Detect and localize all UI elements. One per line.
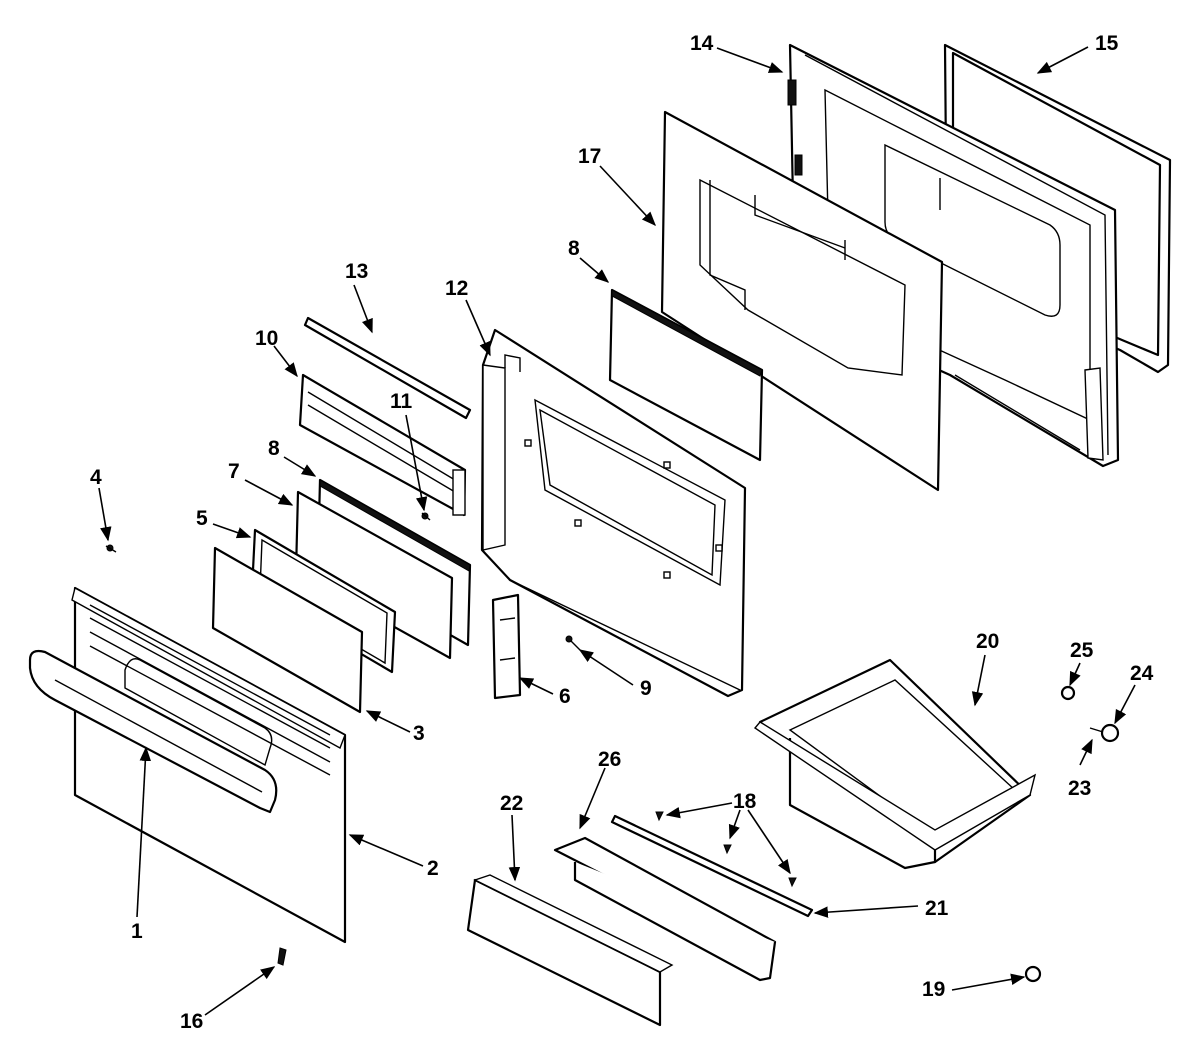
leader-21 [813,905,919,918]
label-part-1: 1 [131,920,143,943]
leader-23 [1079,738,1093,766]
part-12-door-inner-panel [480,328,747,698]
leader-10 [273,345,298,378]
part-11-screw [421,512,431,521]
leader-22 [508,814,521,882]
leader-12 [465,299,491,357]
label-part-6: 6 [559,685,571,708]
label-part-11: 11 [390,390,413,413]
part-20-storage-drawer [753,658,1037,870]
leader-2 [348,834,424,867]
part-7-glass-panel [294,490,454,660]
label-part-20: 20 [976,630,999,653]
leader-18a [665,802,733,819]
label-part-9: 9 [640,677,652,700]
label-part-26: 26 [598,748,621,771]
leader-19 [951,973,1026,991]
label-part-2: 2 [427,857,439,880]
part-6-hinge-bracket [491,593,522,700]
leader-17 [599,165,656,227]
leader-11 [405,414,428,512]
leader-14 [716,47,784,73]
part-18-screws [655,811,797,888]
part-10-bracket [298,373,467,517]
label-part-8-lower: 8 [268,437,280,460]
part-25-nut [1060,685,1076,701]
leader-26 [579,767,606,830]
part-labels: 14 15 17 8 12 13 10 11 8 7 5 4 3 6 9 2 1… [90,32,1154,1033]
leader-16 [204,966,276,1016]
label-part-15: 15 [1095,32,1119,55]
part-19-leveling-leg [1024,965,1042,983]
part-9-screw [565,635,581,651]
label-part-8-upper: 8 [568,237,580,260]
leader-25 [1069,662,1081,687]
part-24-roller [1089,723,1120,743]
leader-9 [578,649,634,686]
part-1-door-handle [28,649,278,814]
label-part-21: 21 [925,897,949,920]
leader-1 [136,746,152,918]
label-part-14: 14 [690,32,714,55]
part-16-screw [277,947,287,966]
leader-13 [353,284,373,334]
part-13-trim-strip [303,316,472,420]
part-26-drawer-slide [553,836,777,982]
part-21-drawer-strip [610,814,814,918]
part-3-glass-panel [211,546,364,714]
leader-7 [244,479,294,506]
label-part-12: 12 [445,277,468,300]
label-part-25: 25 [1070,639,1094,662]
label-part-5: 5 [196,507,208,530]
part-14-inner-door-liner [787,43,1120,468]
leader-3 [365,710,411,733]
leader-4 [98,487,112,542]
label-part-13: 13 [345,260,368,283]
part-4-screw [105,544,117,553]
part-17-door-frame-panel [660,110,944,492]
part-22-drawer-front [466,874,674,1027]
leader-18c [747,809,791,875]
label-part-7: 7 [228,460,240,483]
leader-18b [728,809,741,840]
label-part-4: 4 [90,466,102,489]
leader-24 [1114,684,1136,725]
leader-20 [971,654,986,707]
label-part-10: 10 [255,327,278,350]
leader-lines [98,46,1136,1016]
leader-8b [283,456,317,477]
leader-8a [579,257,610,283]
label-part-23: 23 [1068,777,1091,800]
label-part-19: 19 [922,978,945,1001]
part-8-glass-panel-upper [608,288,764,462]
leader-5 [212,523,252,539]
label-part-16: 16 [180,1010,203,1033]
label-part-18: 18 [733,790,757,813]
label-part-22: 22 [500,792,523,815]
label-part-24: 24 [1130,662,1154,685]
leader-15 [1036,46,1089,74]
label-part-17: 17 [578,145,601,168]
label-part-3: 3 [413,722,425,745]
leader-6 [518,677,554,695]
